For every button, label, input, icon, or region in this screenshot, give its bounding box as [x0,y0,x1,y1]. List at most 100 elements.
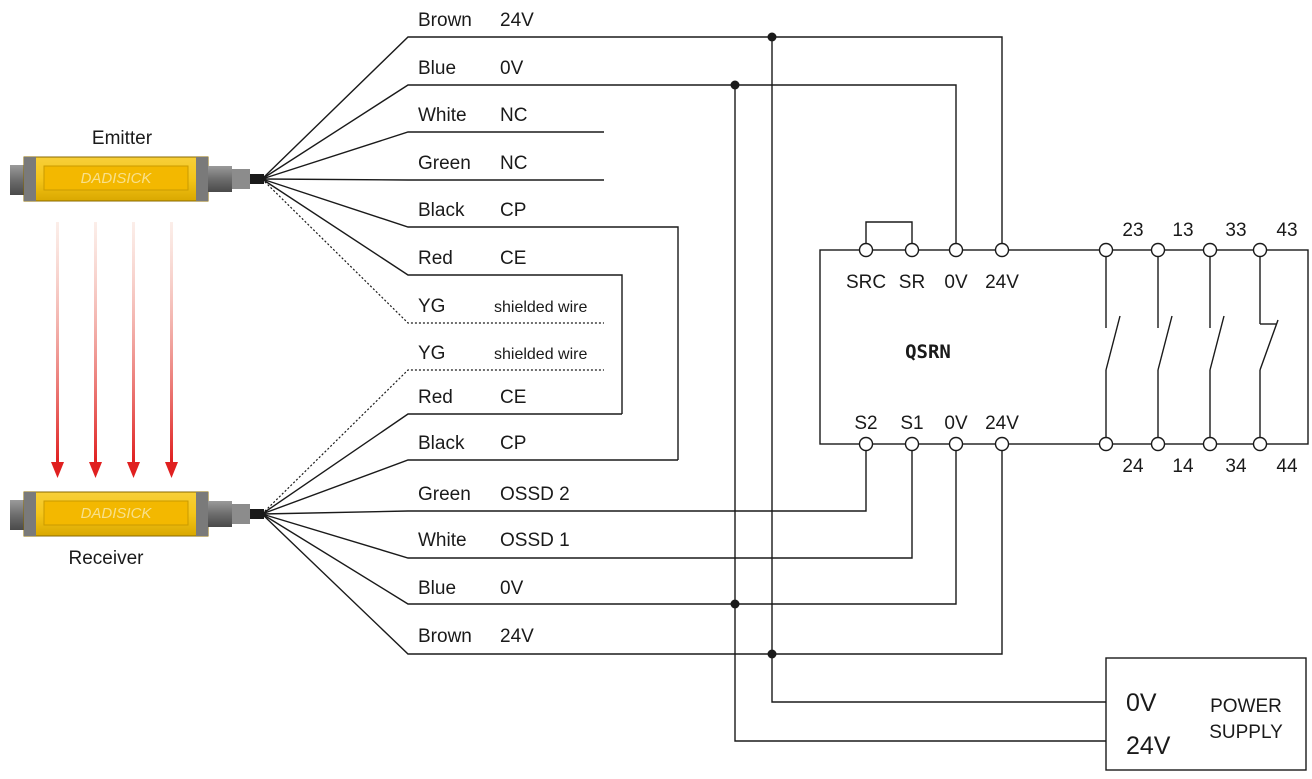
emitter-blue-wire [261,84,735,180]
terminal-label: SR [899,272,925,293]
emitter-brand-logo: DADISICK [81,170,153,187]
contact-terminal [1150,436,1166,452]
receiver-cable-gland [250,509,264,519]
output-contact-13-14 [1150,242,1173,452]
emitter-brown-wire [261,36,772,180]
receiver-green-ossd2-wire [261,444,867,515]
bus-0v-to-relay [735,84,957,244]
wire-signal-label: CP [500,433,526,454]
power-supply-0v: 0V [1126,689,1157,717]
terminal-src [858,242,874,258]
emitter-window [43,165,189,191]
terminal-24v-bottom [994,436,1010,452]
wire-signal-label: NC [500,153,527,174]
wire-signal-label: CP [500,200,526,221]
light-beams [51,222,178,478]
terminal-s1 [904,436,920,452]
emitter-device: DADISICK [10,156,264,202]
contact-terminal [1252,436,1268,452]
terminal-label: 24V [985,413,1019,434]
wire-signal-label: CE [500,248,526,269]
wire-signal-label: NC [500,105,527,126]
contact-terminal [1252,242,1268,258]
emitter-connector-body [208,166,232,192]
light-beam [132,222,135,462]
contact-terminal [1202,242,1218,258]
output-contact-23-24 [1098,242,1121,452]
junction-dot [730,80,740,90]
terminal-0v-bottom [948,436,964,452]
emitter-wire-labels: Brown 24V Blue 0V White NC Green NC Blac… [418,10,587,317]
contact-number: 33 [1225,220,1246,241]
terminal-label: 24V [985,272,1019,293]
terminal-label: 0V [944,413,968,434]
terminal-24v-top [994,242,1010,258]
wire-color-label: White [418,530,467,551]
emitter-wire-fan [261,36,772,460]
contact-terminal [1098,242,1114,258]
power-supply-box [1105,657,1307,771]
light-beam [94,222,97,462]
emitter-green-wire [261,178,604,181]
receiver-black-wire [261,459,678,515]
emitter-black-wire [261,178,679,460]
receiver-left-bracket [24,492,36,536]
wire-color-label: Blue [418,58,456,79]
bus-24v-to-relay [772,36,1003,244]
emitter-white-wire [261,131,604,180]
emitter-cable-gland [250,174,264,184]
contact-number: 14 [1172,456,1194,477]
junction-dot [767,649,777,659]
emitter-end-cap-left [10,165,24,195]
contact-number: 13 [1172,220,1193,241]
wire-color-label: Black [418,200,465,221]
receiver-white-ossd1-wire [261,444,913,559]
terminal-label: S1 [900,413,923,434]
wire-signal-label: 24V [500,10,534,31]
terminal-s2 [858,436,874,452]
contact-number: 23 [1122,220,1143,241]
emitter-red-wire [261,178,623,414]
wire-signal-label: 0V [500,58,524,79]
emitter-label: Emitter [92,128,153,149]
wire-color-label: Red [418,387,453,408]
receiver-connector-body [208,501,232,527]
light-beam [56,222,59,462]
receiver-brand-logo: DADISICK [81,505,153,522]
contact-terminal [1202,436,1218,452]
receiver-window [43,500,189,526]
beam-arrowhead [51,462,64,478]
power-supply-24v: 24V [1126,732,1171,760]
terminal-sr [904,242,920,258]
emitter-connector-nut [232,169,250,189]
wire-signal-label: 24V [500,626,534,647]
wire-color-label: Black [418,433,465,454]
junction-dot [767,32,777,42]
output-contact-43-44 [1252,242,1279,452]
receiver-yg-shield-wire [261,369,604,515]
wire-signal-label: shielded wire [494,299,587,316]
contact-number: 43 [1276,220,1297,241]
receiver-connector-nut [232,504,250,524]
relay-housing [819,249,1309,445]
wire-color-label: YG [418,343,445,364]
contact-number: 44 [1276,456,1298,477]
wire-signal-label: 0V [500,578,524,599]
wire-color-label: Brown [418,10,472,31]
emitter-yg-shield-wire [261,178,604,324]
wire-signal-label: CE [500,387,526,408]
wire-color-label: Brown [418,626,472,647]
wire-color-label: Red [418,248,453,269]
wire-color-label: Green [418,484,471,505]
wire-signal-label: shielded wire [494,346,587,363]
receiver-brown-wire [261,444,1003,655]
wire-signal-label: OSSD 1 [500,530,570,551]
emitter-left-bracket [24,157,36,201]
junction-dot [730,599,740,609]
wire-signal-label: OSSD 2 [500,484,570,505]
wire-color-label: Green [418,153,471,174]
receiver-red-wire [261,413,622,515]
wire-color-label: White [418,105,467,126]
beam-arrowhead [89,462,102,478]
